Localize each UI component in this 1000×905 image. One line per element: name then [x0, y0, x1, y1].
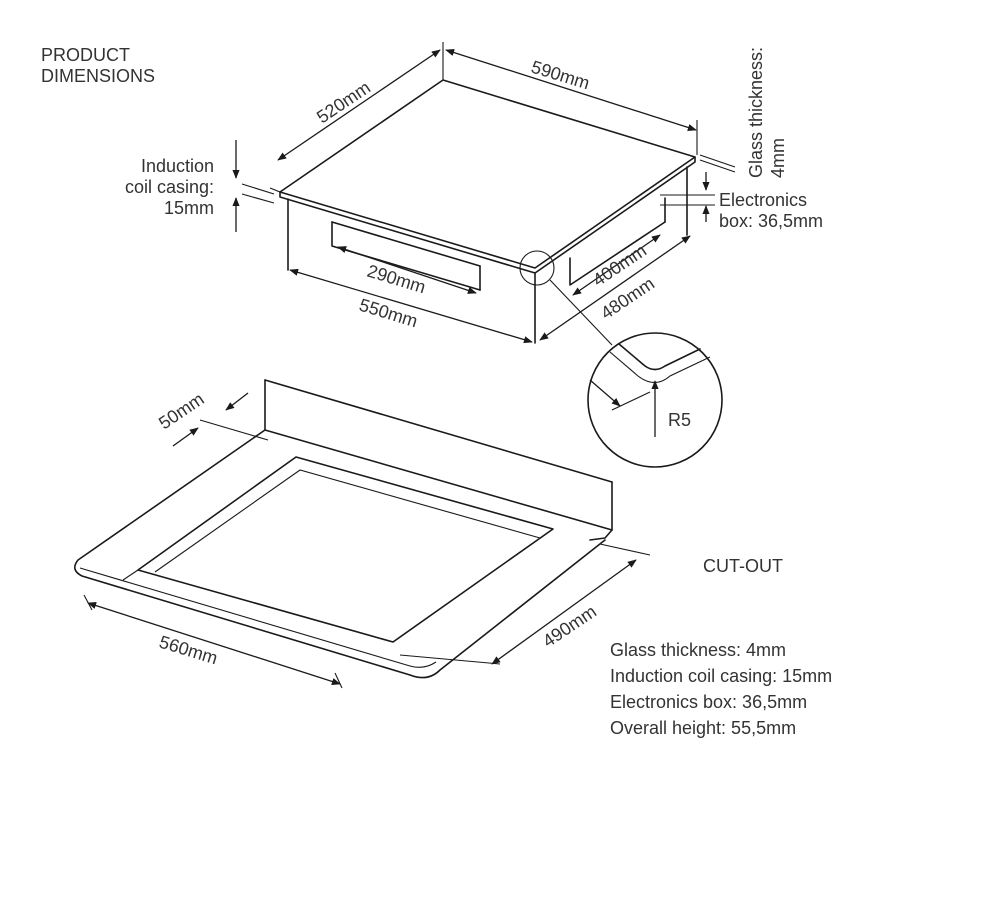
cutout-width-label: 560mm: [157, 632, 220, 669]
radius-label: R5: [668, 410, 691, 430]
corner-detail: [587, 332, 723, 468]
hob-drawing: [279, 79, 696, 346]
spec-coil-casing: Induction coil casing: 15mm: [610, 666, 833, 686]
base-width-label: 550mm: [357, 295, 420, 332]
cutout-gap-label: 50mm: [155, 389, 208, 434]
spec-list: Glass thickness: 4mm Induction coil casi…: [610, 637, 832, 741]
spec-overall-height: Overall height: 55,5mm: [610, 718, 797, 738]
width-label: 590mm: [529, 57, 592, 94]
glass-thickness-label-2: 4mm: [768, 138, 788, 178]
spec-electronics-box: Electronics box: 36,5mm: [610, 692, 808, 712]
cutout-drawing: [74, 379, 613, 679]
glass-thickness-label-1: Glass thickness:: [746, 47, 766, 178]
cutout-heading: CUT-OUT: [703, 556, 783, 576]
spec-glass-thickness: Glass thickness: 4mm: [610, 640, 787, 660]
coil-casing-label: Induction coil casing: 15mm: [124, 156, 214, 218]
product-dimensions-heading: PRODUCT DIMENSIONS: [41, 45, 156, 86]
depth-label: 520mm: [313, 77, 374, 127]
electronics-box-label: Electronics box: 36,5mm: [719, 190, 824, 231]
